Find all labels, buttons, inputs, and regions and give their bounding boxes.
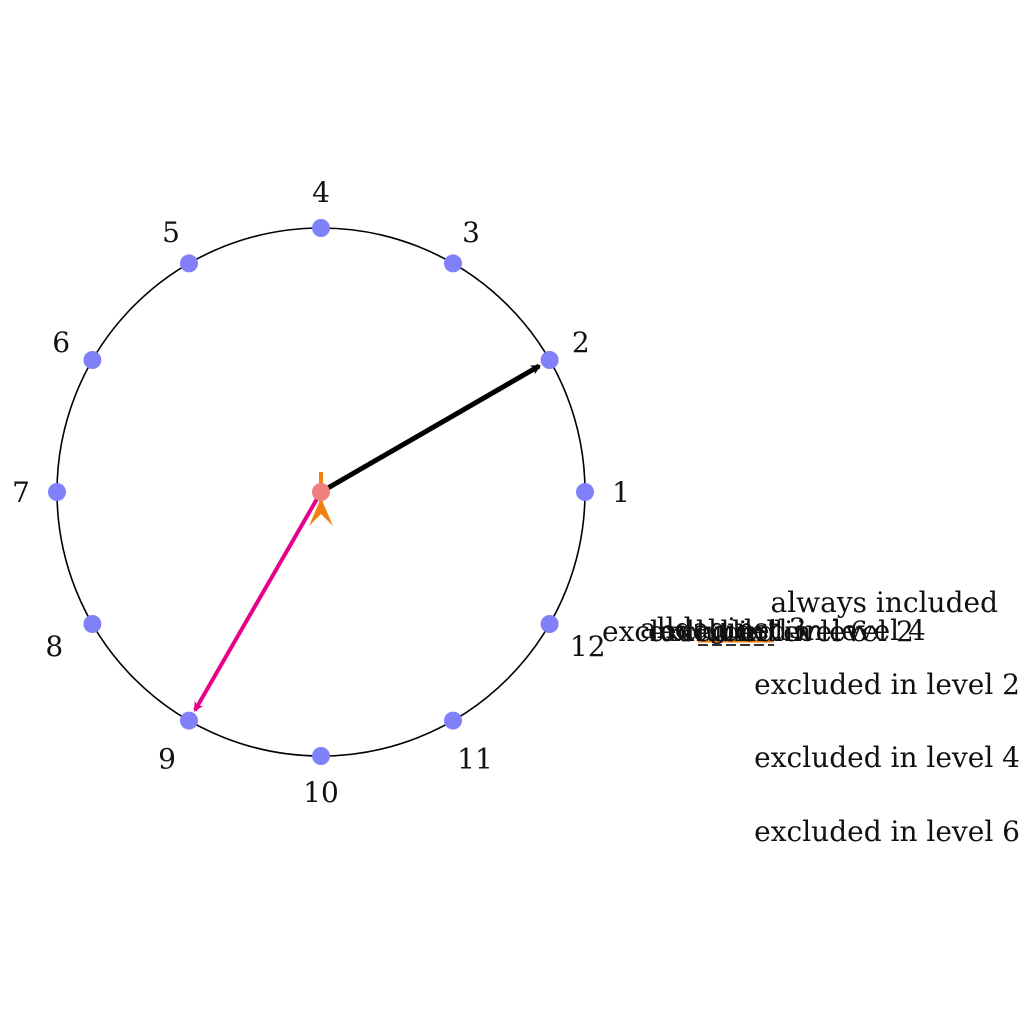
node-3 bbox=[444, 254, 462, 273]
nodes bbox=[48, 219, 594, 765]
node-label-5: 5 bbox=[162, 216, 180, 249]
node-12 bbox=[540, 615, 559, 633]
legend-item-excluded-level-6: excluded in level 6 bbox=[754, 815, 1020, 848]
overlap-label-1: excluded in level 6 bbox=[602, 615, 868, 648]
arrows bbox=[193, 363, 541, 712]
legend-item-excluded-level-4: excluded in level 4 bbox=[754, 741, 1020, 774]
node-6 bbox=[83, 351, 102, 369]
node-7 bbox=[48, 483, 66, 501]
overlap-label-3: excluded in level 2 bbox=[648, 615, 914, 648]
node-label-4: 4 bbox=[312, 176, 330, 209]
node-label-10: 10 bbox=[303, 776, 339, 809]
node-11 bbox=[444, 711, 462, 730]
node-label-7: 7 bbox=[12, 476, 30, 509]
node-5 bbox=[180, 254, 198, 273]
node-label-12: 12 bbox=[570, 630, 606, 663]
node-label-3: 3 bbox=[462, 216, 480, 249]
node-label-1: 1 bbox=[612, 476, 630, 509]
node-9 bbox=[180, 711, 198, 730]
node-label-2: 2 bbox=[572, 326, 590, 359]
node-10 bbox=[312, 747, 330, 765]
arrow-to-node-9 bbox=[193, 497, 319, 712]
node-label-11: 11 bbox=[457, 743, 493, 776]
center-node bbox=[312, 483, 330, 501]
overlap-label-2: alldaginst 3 bbox=[640, 612, 806, 645]
node-8 bbox=[83, 615, 102, 633]
legend-item-excluded-level-2: excluded in level 2 bbox=[754, 668, 1020, 701]
node-label-8: 8 bbox=[45, 630, 63, 663]
arrow-orange-head bbox=[309, 498, 333, 526]
node-label-9: 9 bbox=[158, 743, 176, 776]
node-2 bbox=[540, 351, 559, 369]
node-1 bbox=[576, 483, 594, 501]
legend: always included excluded in level 2 excl… bbox=[754, 586, 1020, 848]
overlapping-labels: excluded in level 6 alldaginst 3 exclude… bbox=[602, 612, 926, 648]
legend-item-always-included: always included bbox=[771, 586, 999, 619]
node-label-6: 6 bbox=[52, 326, 70, 359]
arrow-to-node-2 bbox=[326, 363, 541, 491]
overlap-label-4: excluded in level 4 bbox=[660, 614, 926, 647]
node-4 bbox=[312, 219, 330, 237]
